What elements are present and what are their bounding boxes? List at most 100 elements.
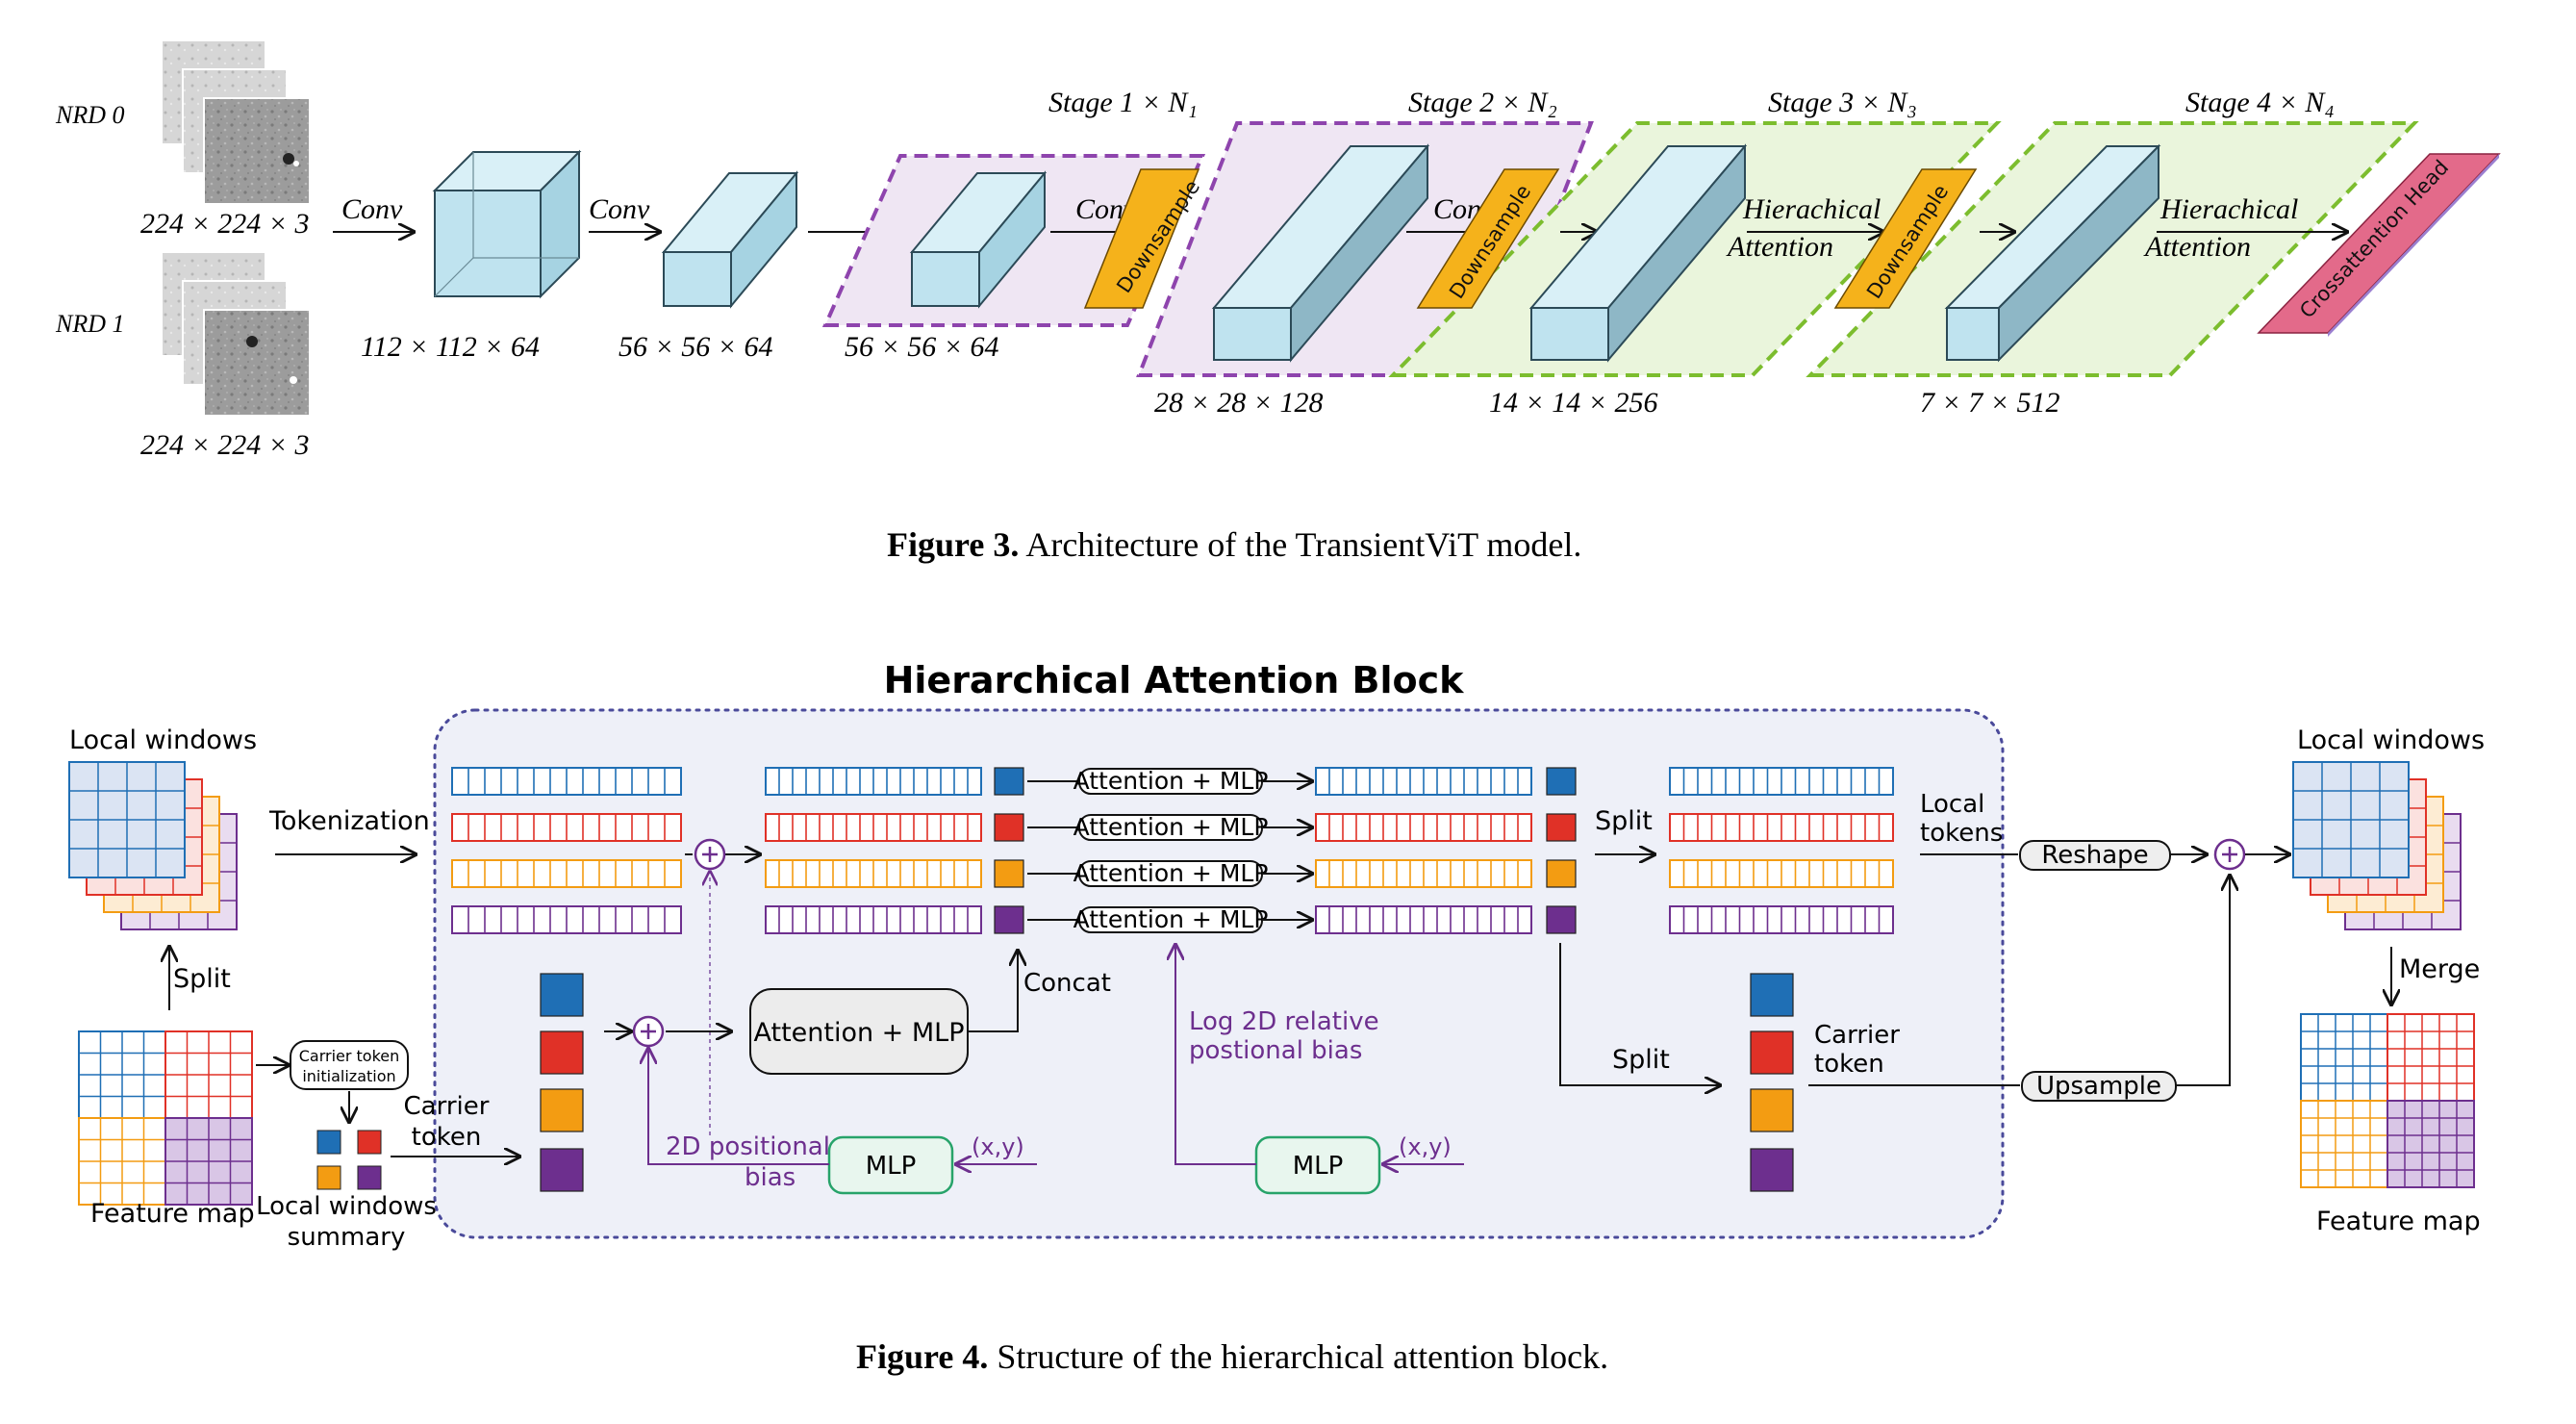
rel-bias-line2: postional bias xyxy=(1189,1036,1362,1065)
hier-attn-1-line1: Hierachical xyxy=(1742,193,1881,225)
source-dot-bright xyxy=(293,161,299,166)
pos-bias-line1: 2D positional xyxy=(666,1132,830,1161)
source-dot-bright xyxy=(290,376,297,384)
feature-dims-4: 28 × 28 × 128 xyxy=(1154,387,1324,419)
hier-attn-2-line1: Hierachical xyxy=(2159,193,2298,225)
split-label-block: Split xyxy=(1595,806,1653,836)
nrd0-dims: 224 × 224 × 3 xyxy=(140,208,310,240)
stage4-label: Stage 4 × N₄ xyxy=(2185,87,2335,118)
carrier-token-left-line2: token xyxy=(412,1123,482,1152)
rel-bias-line1: Log 2D relative xyxy=(1189,1007,1379,1036)
local-tokens-line2: tokens xyxy=(1920,819,2003,848)
stage3-cube xyxy=(1528,143,1748,363)
summary-square xyxy=(357,1165,382,1190)
upsample-label: Upsample xyxy=(2036,1072,2161,1101)
summary-square xyxy=(316,1165,341,1190)
feature-map-label-right: Feature map xyxy=(2316,1207,2481,1236)
stage1-cube xyxy=(909,170,1048,309)
attention-mlp-label: Attention + MLP xyxy=(1073,905,1269,933)
feature-map-right xyxy=(2300,1100,2388,1188)
figure3: NRD 0 NRD 1 224 × 224 × 3 224 × 224 × 3 … xyxy=(55,39,2501,564)
carrier-init-box xyxy=(290,1040,409,1090)
input-nrd0 xyxy=(161,39,311,205)
figure4: Hierarchical Attention Block Attention +… xyxy=(68,659,2485,1376)
feature-dims-2: 56 × 56 × 64 xyxy=(619,331,773,363)
carrier-attention-label: Attention + MLP xyxy=(753,1018,964,1048)
stage2-cube xyxy=(1211,143,1430,363)
stage2-label: Stage 2 × N₂ xyxy=(1408,87,1557,118)
feature-map-right xyxy=(2300,1013,2388,1102)
carrier-token-right-line1: Carrier xyxy=(1814,1021,1900,1050)
concat-label: Concat xyxy=(1023,969,1111,998)
pos-xy-label: (x,y) xyxy=(972,1133,1024,1160)
feature-cube-112 xyxy=(432,149,582,299)
carrier-token-square-out xyxy=(1750,1088,1794,1132)
nrd1-label: NRD 1 xyxy=(55,310,125,338)
figure3-caption-bold: Figure 3. xyxy=(887,525,1019,564)
carrier-token-output xyxy=(1546,767,1577,796)
stage1-label: Stage 1 × N₁ xyxy=(1048,87,1198,118)
tokenization-label: Tokenization xyxy=(268,806,430,836)
carrier-token-output xyxy=(1546,813,1577,842)
carrier-token-appended xyxy=(994,767,1024,796)
rel-bias-arrow xyxy=(1175,945,1256,1165)
carrier-token-square-out xyxy=(1750,973,1794,1017)
reshape-label: Reshape xyxy=(2041,841,2148,870)
feature-dims-3: 56 × 56 × 64 xyxy=(845,331,999,363)
carrier-token-square xyxy=(540,1088,584,1132)
carrier-token-output xyxy=(1546,859,1577,888)
input-image-front xyxy=(203,97,311,205)
pos-bias-arrow xyxy=(648,1049,829,1165)
split-down-arrow xyxy=(1559,943,1720,1085)
feature-map-right xyxy=(2387,1100,2475,1188)
carrier-token-right-line2: token xyxy=(1814,1050,1884,1079)
carrier-token-appended xyxy=(994,905,1024,934)
local-windows-label-right: Local windows xyxy=(2297,725,2485,755)
pos-mlp-label: MLP xyxy=(866,1152,917,1181)
carrier-token-left-line1: Carrier xyxy=(404,1092,490,1121)
conv-label-1: Conv xyxy=(341,193,403,225)
carrier-init-line1: Carrier token xyxy=(299,1047,400,1065)
pos-bias-line2: bias xyxy=(745,1163,796,1192)
local-summary-line1: Local windows xyxy=(256,1192,437,1221)
attention-mlp-label: Attention + MLP xyxy=(1073,859,1269,887)
source-dot xyxy=(246,336,258,347)
carrier-token-square xyxy=(540,1148,584,1192)
dynamic-marks: Attention + MLP Attention + MLP Attention … xyxy=(68,761,2475,1206)
figure3-caption-text: Architecture of the TransientViT model. xyxy=(1019,525,1581,564)
carrier-token-square-out xyxy=(1750,1030,1794,1075)
attention-mlp-label: Attention + MLP xyxy=(1073,813,1269,841)
figure4-caption-text: Structure of the hierarchical attention … xyxy=(988,1337,1608,1376)
local-summary-line2: summary xyxy=(288,1223,406,1252)
source-dot xyxy=(283,153,294,165)
local-windows-label-left: Local windows xyxy=(69,725,257,755)
attention-mlp-label: Attention + MLP xyxy=(1073,767,1269,795)
local-tokens-line1: Local xyxy=(1920,790,1984,819)
hier-attn-1-line2: Attention xyxy=(1726,231,1833,263)
upsample-arrow xyxy=(2176,876,2230,1086)
split-label-left: Split xyxy=(173,964,231,994)
feature-dims-6: 7 × 7 × 512 xyxy=(1920,387,2060,419)
hier-attn-2-line2: Attention xyxy=(2143,231,2251,263)
carrier-token-square-out xyxy=(1750,1148,1794,1192)
carrier-token-appended xyxy=(994,813,1024,842)
input-image-front xyxy=(203,309,311,417)
feature-cube-56a xyxy=(661,170,799,309)
figure4-caption-bold: Figure 4. xyxy=(856,1337,988,1376)
rel-mlp-label: MLP xyxy=(1293,1152,1344,1181)
feature-dims-5: 14 × 14 × 256 xyxy=(1489,387,1658,419)
nrd0-label: NRD 0 xyxy=(55,101,125,129)
carrier-token-square xyxy=(540,973,584,1017)
carrier-token-output xyxy=(1546,905,1577,934)
input-nrd1 xyxy=(161,251,311,417)
concat-arrow xyxy=(968,951,1018,1032)
feature-map-right xyxy=(2387,1013,2475,1102)
summary-square xyxy=(316,1130,341,1155)
figure3-caption: Figure 3. Architecture of the TransientV… xyxy=(887,525,1581,564)
stage4-cube xyxy=(1944,143,2161,363)
nrd1-dims: 224 × 224 × 3 xyxy=(140,429,310,461)
carrier-token-square xyxy=(540,1030,584,1075)
figure4-caption: Figure 4. Structure of the hierarchical … xyxy=(856,1337,1608,1376)
